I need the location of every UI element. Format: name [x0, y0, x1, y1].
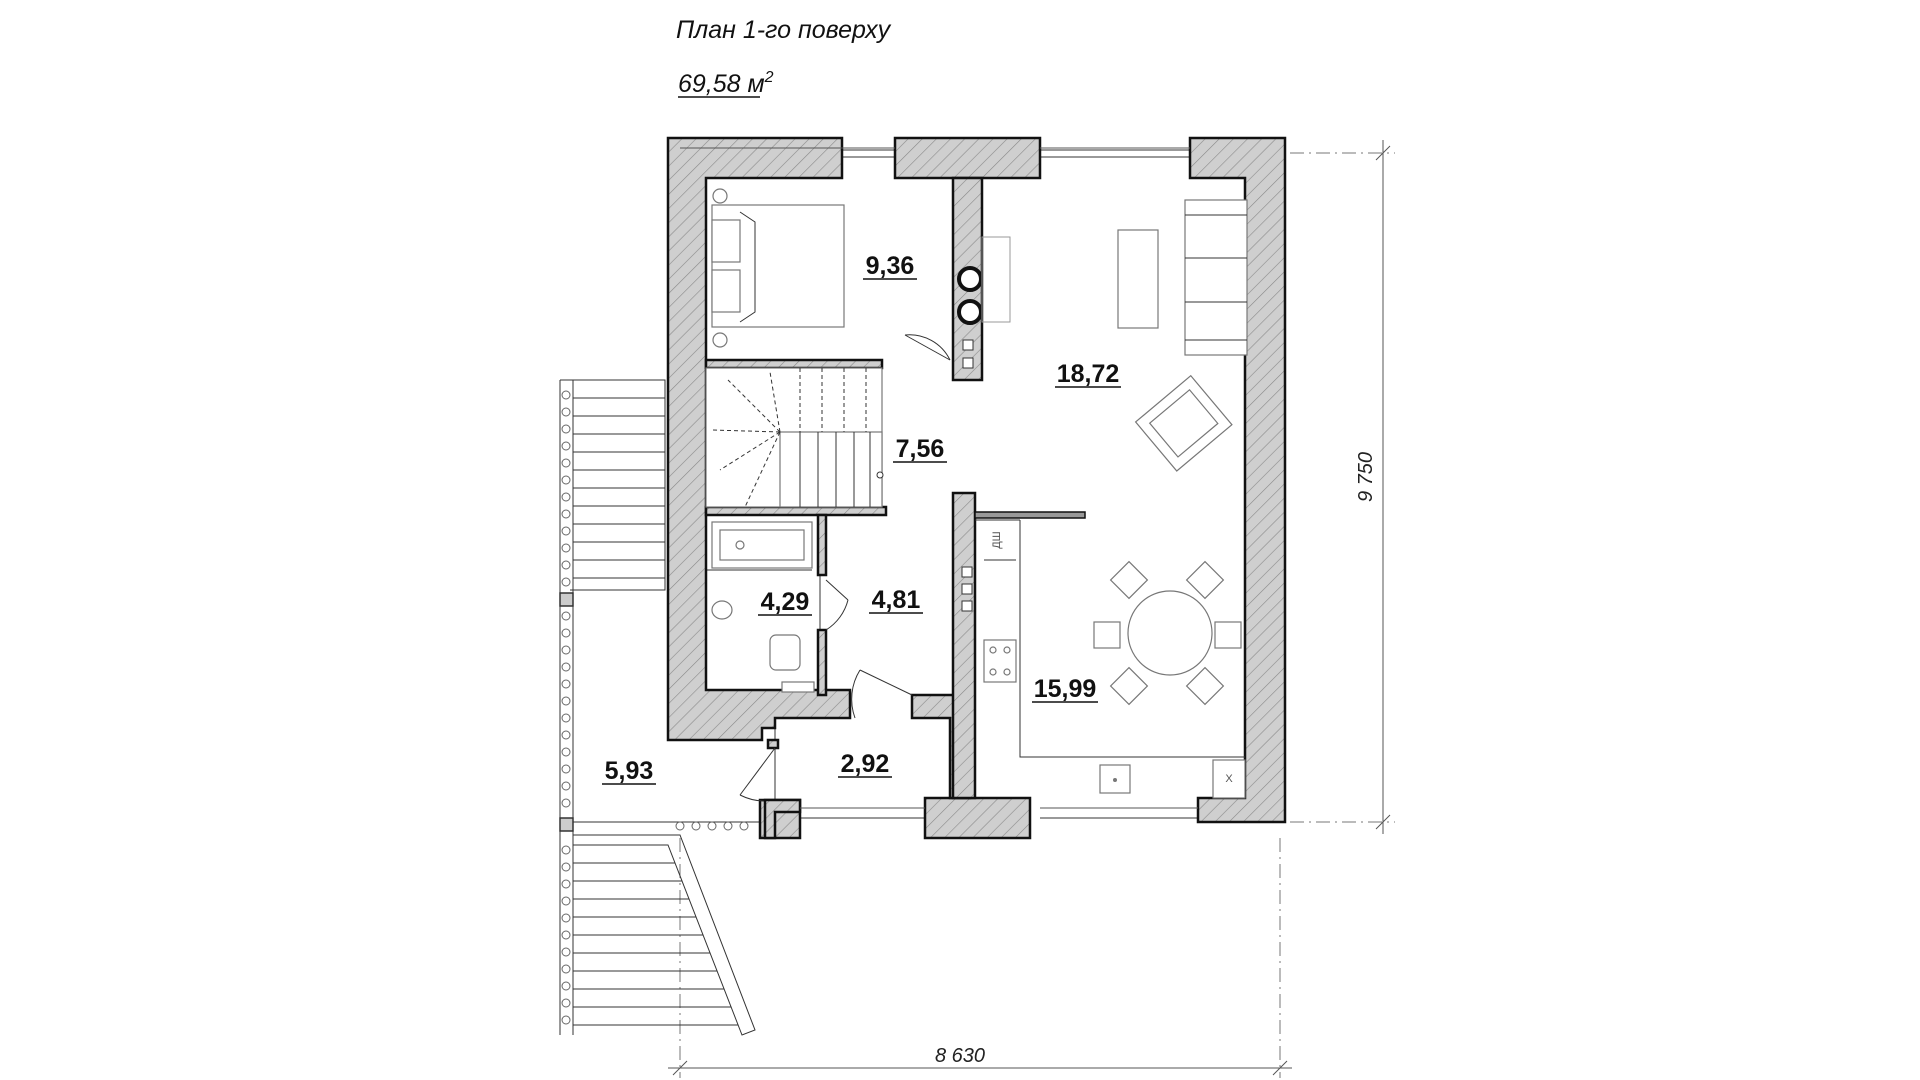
area-label-kitchen: 15,99 [1034, 675, 1097, 703]
shower-label: ДШ [991, 531, 1003, 549]
coffee-table-icon [1117, 229, 1159, 329]
staircase-icon [705, 367, 884, 508]
sink-icon [711, 600, 733, 620]
dining-table-icon [1093, 560, 1242, 706]
bathroom-fixtures [711, 521, 815, 693]
plan-title: План 1-го поверху [676, 16, 892, 44]
bedroom-door-icon [904, 334, 951, 361]
area-label-vestibule: 2,92 [841, 750, 890, 778]
terrace-railing-posts [561, 390, 749, 1025]
corridor-door-icon [851, 669, 913, 719]
terrace-stair-treads [573, 397, 738, 1026]
toilet-icon [769, 634, 801, 671]
fridge-icon [1212, 759, 1246, 799]
area-label-living: 18,72 [1057, 360, 1120, 388]
total-area-superscript: 2 [764, 69, 774, 86]
fridge-label: Х [1225, 773, 1233, 785]
entrance-door-icon [739, 738, 802, 840]
stove-icon [983, 639, 1017, 683]
area-label-corridor: 4,81 [872, 586, 921, 614]
width-dimension: 8 630 [935, 1045, 985, 1067]
height-dimension: 9 750 [1355, 452, 1377, 502]
area-label-bedroom: 9,36 [866, 252, 915, 280]
chimney-icon [957, 236, 1011, 612]
armchair-icon [1134, 374, 1233, 472]
windows [680, 147, 1198, 809]
total-area: 69,58 м2 [678, 69, 774, 98]
area-label-terrace: 5,93 [605, 757, 654, 785]
total-area-value: 69,58 м [678, 70, 765, 98]
bathroom-door-icon [825, 579, 849, 631]
dimension-lines [668, 140, 1395, 1078]
kitchen-counter [975, 519, 1246, 799]
bed-icon [711, 188, 845, 348]
area-label-hall: 7,56 [896, 435, 945, 463]
sofa-icon [1184, 199, 1248, 356]
area-label-bathroom: 4,29 [761, 588, 810, 616]
room-areas: 9,36 18,72 7,56 4,29 4,81 15,99 2,92 5,9… [605, 252, 1120, 785]
terrace [559, 379, 760, 1036]
area-underlines [602, 278, 1121, 785]
